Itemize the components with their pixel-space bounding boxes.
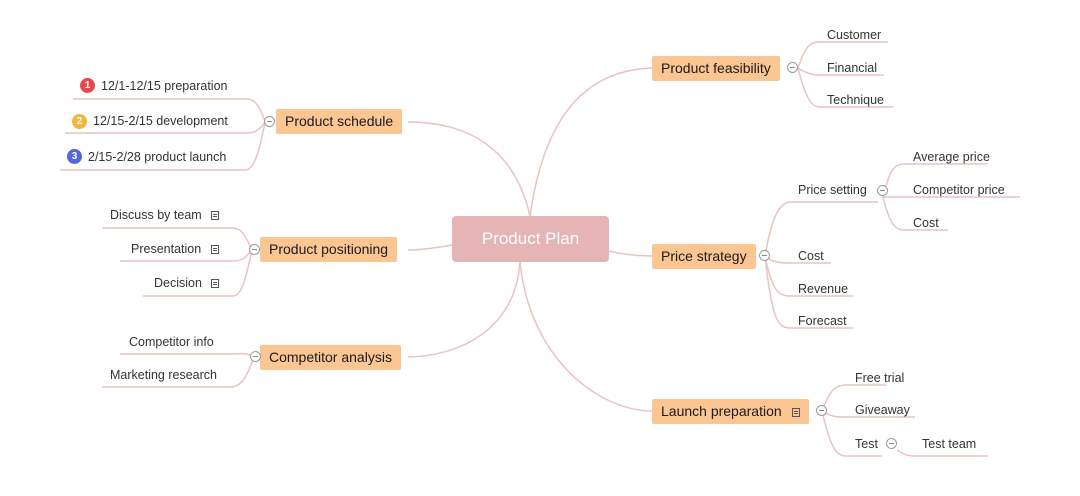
subtopic-average-price[interactable]: Average price	[913, 150, 990, 164]
topic-product-feasibility[interactable]: Product feasibility	[652, 56, 780, 81]
connector-competitor	[407, 261, 521, 358]
subtopic-financial[interactable]: Financial	[827, 61, 878, 75]
collapse-icon[interactable]	[759, 250, 770, 261]
priority-3-icon: 3	[67, 149, 82, 164]
subtopic-cost[interactable]: Cost	[913, 216, 939, 230]
topic-label: Launch preparation	[661, 403, 782, 419]
connector-pricing	[608, 250, 653, 257]
subtopic-competitor-price[interactable]: Competitor price	[913, 183, 1005, 197]
subtopic-label: Presentation	[131, 242, 202, 256]
collapse-icon[interactable]	[886, 438, 897, 449]
note-icon[interactable]	[791, 408, 800, 417]
subtopic-technique[interactable]: Technique	[827, 93, 884, 107]
note-icon[interactable]	[211, 279, 220, 288]
subtopic-price-setting[interactable]: Price setting	[798, 183, 867, 197]
topic-price-strategy[interactable]: Price strategy	[652, 244, 756, 269]
priority-1-icon: 1	[80, 78, 95, 93]
connector-launch	[519, 261, 653, 412]
subtopic-discuss-by-team[interactable]: Discuss by team	[110, 207, 220, 223]
subtopic-customer[interactable]: Customer	[827, 28, 882, 42]
subtopic-presentation[interactable]: Presentation	[131, 241, 219, 257]
subtopic-forecast[interactable]: Forecast	[798, 314, 847, 328]
central-topic[interactable]: Product Plan	[452, 216, 609, 262]
subtopic-label: Decision	[154, 276, 202, 290]
subtopic-test-team[interactable]: Test team	[922, 437, 977, 451]
topic-label: Product schedule	[285, 113, 394, 129]
priority-2-icon: 2	[72, 114, 87, 129]
schedule-item-development[interactable]: 12/15-2/15 development	[93, 114, 228, 128]
topic-product-positioning[interactable]: Product positioning	[260, 237, 398, 262]
schedule-item-launch[interactable]: 2/15-2/28 product launch	[88, 150, 227, 164]
central-topic-label: Product Plan	[481, 229, 580, 248]
topic-label: Price strategy	[661, 248, 747, 264]
collapse-icon[interactable]	[787, 62, 798, 73]
subtopic-cost[interactable]: Cost	[798, 249, 824, 263]
collapse-icon[interactable]	[249, 244, 260, 255]
collapse-icon[interactable]	[264, 116, 275, 127]
subtopic-marketing-research[interactable]: Marketing research	[110, 368, 217, 382]
topic-competitor-analysis[interactable]: Competitor analysis	[260, 345, 401, 370]
topic-label: Product positioning	[269, 241, 389, 257]
connector-positioning	[407, 244, 453, 251]
collapse-icon[interactable]	[250, 351, 261, 362]
connector-feasibility	[529, 67, 653, 217]
subtopic-test[interactable]: Test	[855, 437, 878, 451]
collapse-icon[interactable]	[816, 405, 827, 416]
note-icon[interactable]	[211, 211, 220, 220]
topic-label: Product feasibility	[661, 60, 771, 76]
topic-launch-preparation[interactable]: Launch preparation	[652, 399, 809, 424]
subtopic-decision[interactable]: Decision	[154, 275, 220, 291]
subtopic-free-trial[interactable]: Free trial	[855, 371, 905, 385]
subtopic-label: Discuss by team	[110, 208, 202, 222]
collapse-icon[interactable]	[877, 185, 888, 196]
subtopic-giveaway[interactable]: Giveaway	[855, 403, 910, 417]
topic-label: Competitor analysis	[269, 349, 392, 365]
subtopic-competitor-info[interactable]: Competitor info	[129, 335, 214, 349]
subtopic-revenue[interactable]: Revenue	[798, 282, 849, 296]
topic-product-schedule[interactable]: Product schedule	[276, 109, 403, 134]
note-icon[interactable]	[210, 245, 219, 254]
schedule-item-preparation[interactable]: 12/1-12/15 preparation	[101, 79, 228, 93]
connector-schedule	[407, 121, 531, 217]
